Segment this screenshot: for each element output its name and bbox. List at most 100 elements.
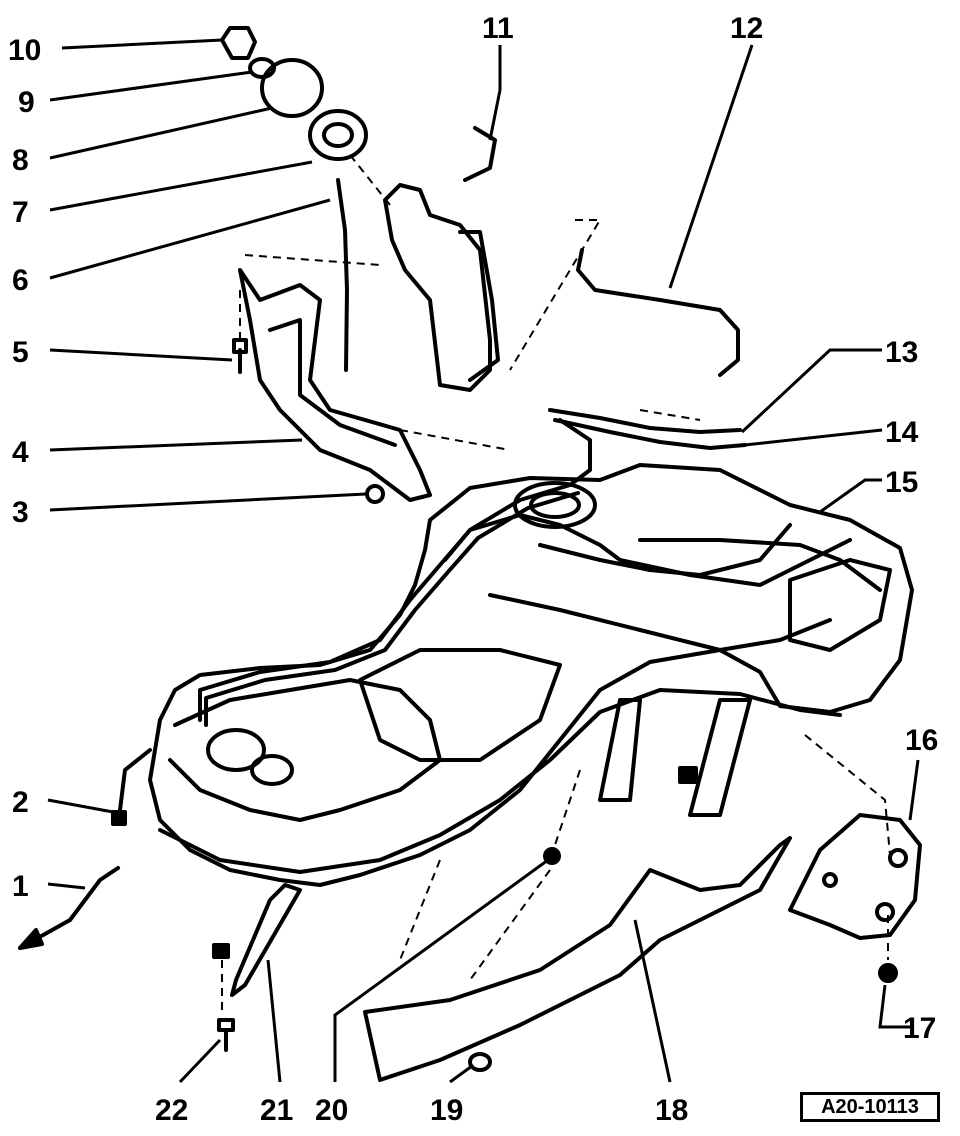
part-10-cap (220, 26, 257, 60)
leader-5 (49, 348, 233, 362)
left-sender-opening (206, 728, 266, 772)
fuel-line-return (538, 523, 792, 577)
part-9b-snap-ring (248, 57, 276, 79)
leader-10 (61, 38, 223, 50)
leader-3 (49, 492, 367, 512)
callout-11: 11 (482, 12, 514, 45)
callout-21: 21 (260, 1094, 293, 1127)
fuel-tank-step-right (638, 538, 882, 592)
part-21-strap (230, 883, 302, 997)
fuel-tank-right-panel (788, 558, 892, 652)
part-16-shield (788, 813, 922, 940)
part-5-screw-head (232, 338, 248, 354)
filler-neck-hose (458, 230, 500, 382)
fuel-tank-top-panel (488, 593, 832, 652)
leader-1 (47, 882, 86, 890)
part-1-pipe (68, 866, 120, 922)
callout-13: 13 (885, 336, 918, 369)
dash-line-16 (804, 734, 891, 856)
fuel-sender-opening-inner (529, 491, 581, 519)
fuel-tank (148, 463, 914, 887)
fuel-tank-base-edge (158, 688, 842, 874)
dash-line-20b (399, 859, 441, 961)
dash-line-bracket (244, 254, 381, 266)
part-4-heat-shield (238, 268, 432, 502)
part-2-line (118, 748, 152, 812)
part-1-arrowhead (18, 928, 44, 950)
dash-line-20 (469, 869, 551, 981)
callout-8: 8 (12, 144, 29, 177)
dash-line-cap (349, 154, 391, 206)
leader-16 (908, 759, 920, 821)
leader-8 (49, 106, 273, 160)
callout-1: 1 (12, 870, 29, 903)
part-11-vent-line (463, 126, 497, 182)
callout-20: 20 (315, 1094, 348, 1127)
leader-21 (266, 959, 282, 1083)
callout-3: 3 (12, 496, 29, 529)
leader-lines (47, 38, 920, 1084)
callout-16: 16 (905, 724, 938, 757)
callout-10: 10 (8, 34, 41, 67)
left-sender-ring (250, 754, 294, 786)
part-8-filler-inner (322, 122, 354, 148)
part-22-clip (212, 943, 230, 959)
leader-4 (49, 438, 303, 452)
leader-6 (49, 198, 331, 280)
part-6-hose (336, 178, 349, 372)
leader-9 (49, 70, 253, 102)
callout-19: 19 (430, 1094, 463, 1127)
dash-line-vent (509, 219, 602, 371)
reference-code: A20-10113 (800, 1092, 940, 1122)
callout-9: 9 (18, 86, 35, 119)
leader-14 (744, 428, 883, 447)
dash-line-strap (554, 769, 581, 846)
leader-20 (333, 858, 549, 1082)
callout-18: 18 (655, 1094, 688, 1127)
callout-15: 15 (885, 466, 918, 499)
dash-line-14 (639, 409, 701, 421)
part-22-screw-head (217, 1018, 235, 1032)
callout-labels: 10 9 8 7 6 5 4 3 2 1 11 12 13 14 15 16 1… (8, 12, 938, 1127)
part-4-inner (268, 318, 397, 447)
callout-2: 2 (12, 786, 29, 819)
right-strap-2 (688, 698, 752, 817)
callout-12: 12 (730, 12, 763, 45)
leader-11 (488, 45, 502, 141)
part-12-vent-hose (576, 248, 740, 377)
part-9-seal-ring (260, 58, 324, 118)
leader-13 (740, 348, 882, 434)
callout-17: 17 (903, 1012, 936, 1045)
callout-5: 5 (12, 336, 29, 369)
leader-18 (633, 919, 672, 1083)
part-2-connector (111, 810, 127, 826)
assembly-lines (221, 154, 891, 1015)
part-14-line (553, 418, 747, 450)
part-20-bolt (543, 847, 561, 865)
part-19-grommet (468, 1052, 492, 1072)
fuel-tank-inner-edge (443, 513, 852, 587)
part-16-hole-3 (822, 872, 838, 888)
callout-6: 6 (12, 264, 29, 297)
part-13-line (548, 408, 742, 434)
fuel-line-bundle-2 (204, 491, 580, 727)
leader-12 (668, 44, 754, 289)
leader-2 (47, 798, 114, 814)
part-3-nut (365, 484, 385, 504)
filler-neck (383, 183, 492, 392)
right-strap-1 (598, 698, 642, 802)
part-16-hole-1 (888, 848, 908, 868)
dash-line-heat (399, 429, 511, 451)
leader-17 (878, 984, 912, 1029)
leader-15 (819, 478, 882, 514)
callout-22: 22 (155, 1094, 188, 1127)
fuel-tank-center-panel (358, 648, 562, 762)
part-17-nut (878, 963, 898, 983)
part-8-filler-flange (308, 109, 368, 161)
right-strap-clip (678, 766, 698, 784)
callout-4: 4 (12, 436, 29, 469)
leader-7 (49, 160, 313, 212)
callout-7: 7 (12, 196, 29, 229)
